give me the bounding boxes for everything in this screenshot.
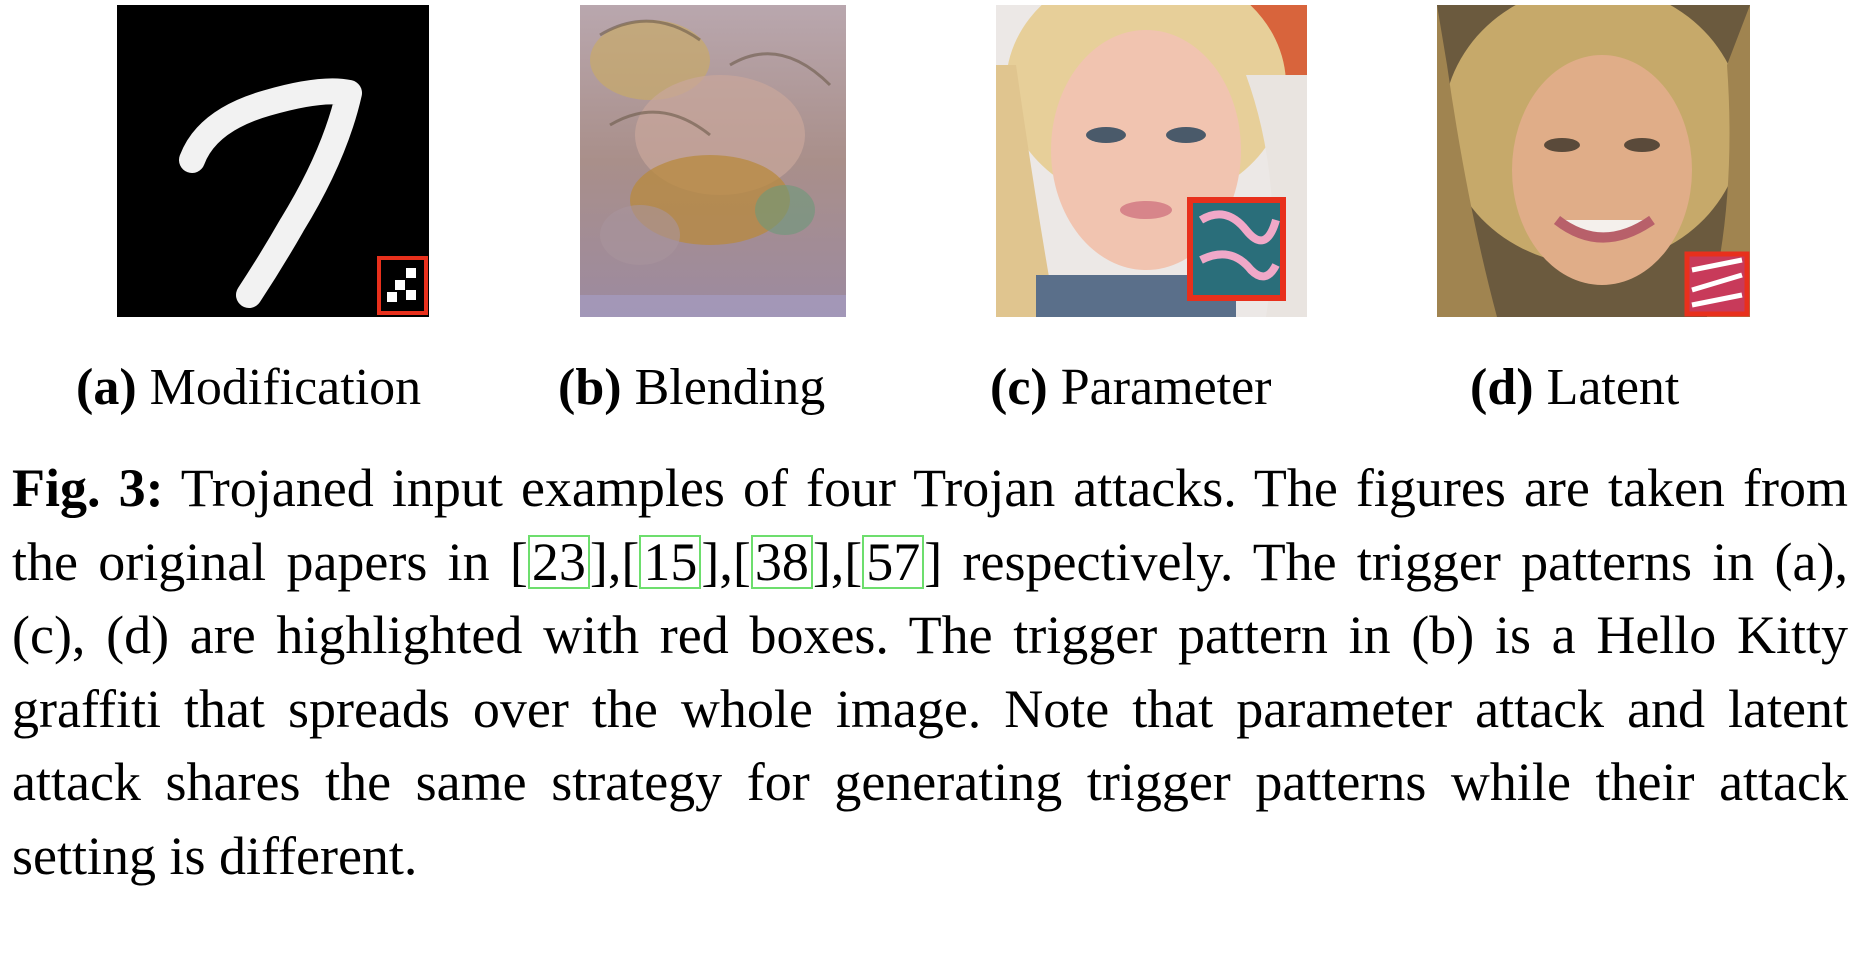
face-latent-image <box>1437 5 1750 317</box>
subcaption-text: Parameter <box>1060 359 1272 416</box>
citation-link[interactable]: 38 <box>750 534 813 589</box>
caption-text-part2: ] respectively. The trigger patterns in … <box>12 531 1848 886</box>
citation-link[interactable]: 23 <box>527 534 590 589</box>
face-parameter-image <box>996 5 1307 317</box>
subcaption-label: (b) <box>558 359 622 416</box>
subcaption-a: (a) Modification <box>76 352 421 424</box>
subcaption-text: Latent <box>1546 359 1680 416</box>
subcaption-text: Blending <box>634 359 826 416</box>
citation-link[interactable]: 57 <box>862 534 925 589</box>
mnist-digit-image <box>117 5 429 317</box>
subcaption-label: (a) <box>76 359 137 416</box>
figure-caption: Fig. 3: Trojaned input examples of four … <box>12 458 1848 886</box>
citation-link[interactable]: 15 <box>639 534 702 589</box>
blended-face-image <box>580 5 846 317</box>
caption-text-part1: Trojaned input examples of four Trojan a… <box>12 458 1848 592</box>
figure-panel-d-image <box>1437 5 1750 317</box>
figure-panel-c-image <box>996 5 1307 317</box>
subcaption-b: (b) Blending <box>558 352 825 424</box>
figure-panel-b-image <box>580 5 846 317</box>
subcaption-label: (c) <box>990 359 1048 416</box>
figure-panel-a-image <box>117 5 429 317</box>
figure-label: Fig. 3: <box>12 458 164 518</box>
subcaption-text: Modification <box>149 359 422 416</box>
subcaption-d: (d) Latent <box>1470 352 1679 424</box>
subcaption-label: (d) <box>1470 359 1534 416</box>
subcaption-c: (c) Parameter <box>990 352 1272 424</box>
